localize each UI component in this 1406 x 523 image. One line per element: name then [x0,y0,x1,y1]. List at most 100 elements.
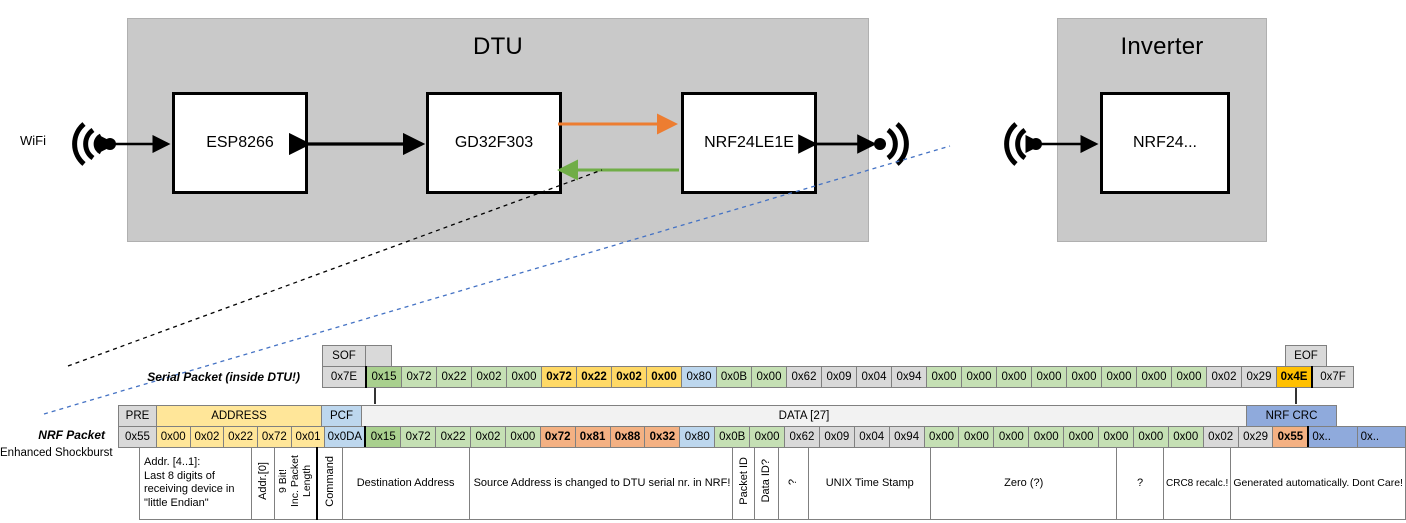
nrf-pre-value: 0x55 [118,426,157,448]
nrf-address-value-1: 0x02 [189,426,225,448]
desc-pcf: 9 Bit! Inc. Packet Length [273,447,318,520]
serial-packet-label: Serial Packet (inside DTU!) [147,370,300,384]
serial-cell-23: 0x00 [1171,366,1207,388]
serial-cell-7: 0x02 [611,366,647,388]
nrf-cell-25: 0x29 [1237,426,1274,448]
serial-cell-8: 0x00 [646,366,682,388]
desc-command-text: Command [324,455,337,507]
nrf-address-value-0: 0x00 [155,426,191,448]
nrf-cell-22: 0x00 [1132,426,1169,448]
desc-destination: Destination Address [341,447,470,520]
nrf-cell-19: 0x00 [1028,426,1065,448]
serial-cell-5: 0x72 [541,366,577,388]
desc-data-id-text: Data ID? [760,459,773,503]
nrf-address-value-3: 0x72 [256,426,292,448]
serial-cell-17: 0x00 [961,366,997,388]
nrf-cell-23: 0x00 [1167,426,1204,448]
serial-cell-2: 0x22 [436,366,472,388]
desc-addr0-text: Addr.[0] [256,462,269,500]
nrf-address-header: ADDRESS [156,405,322,427]
nrf-cell-24: 0x02 [1202,426,1239,448]
serial-cell-20: 0x00 [1066,366,1102,388]
nrf-cell-26: 0x55 [1272,426,1309,448]
nrf-cell-18: 0x00 [993,426,1030,448]
desc-unknown-2: ? [1115,447,1165,520]
nrf-cell-9: 0x80 [679,426,716,448]
nrf-crc-value-1: 0x.. [1356,426,1406,448]
desc-unknown-1: ? [777,447,810,520]
serial-cell-11: 0x00 [751,366,787,388]
serial-cell-18: 0x00 [996,366,1032,388]
serial-header-spacer [365,345,392,367]
serial-cell-24: 0x02 [1206,366,1242,388]
nrf-cell-3: 0x02 [469,426,506,448]
serial-header-row: SOF EOF [322,345,1327,367]
desc-source-text: Source Address is changed to DTU serial … [473,476,731,489]
nrf-cell-21: 0x00 [1098,426,1134,448]
desc-packet-id-text: Packet ID [737,457,750,505]
desc-packet-id: Packet ID [732,447,756,520]
desc-destination-text: Destination Address [356,476,455,489]
nrf-cell-8: 0x32 [644,426,681,448]
desc-crc-auto: Generated automatically. Dont Care! [1230,447,1406,520]
desc-crc8-text: CRC8 recalc.! [1166,477,1229,489]
nrf-cell-11: 0x00 [749,426,786,448]
nrf-pcf-header: PCF [321,405,362,427]
desc-data-id: Data ID? [754,447,779,520]
nrf-cell-4: 0x00 [504,426,541,448]
serial-cell-25: 0x29 [1241,366,1277,388]
desc-unknown-1-text: ? [787,479,800,486]
serial-cell-16: 0x00 [926,366,962,388]
nrf-pcf-value: 0x0DA [324,426,366,448]
nrf-address-value-2: 0x22 [223,426,258,448]
nrf-cell-14: 0x04 [853,426,890,448]
nrf-cell-0: 0x15 [364,426,402,448]
nrf-cell-10: 0x0B [714,426,751,448]
serial-eof-value: 0x7F [1311,366,1354,388]
desc-command: Command [316,447,343,520]
desc-crc8: CRC8 recalc.! [1163,447,1232,520]
nrf-cell-16: 0x00 [923,426,960,448]
nrf-cell-12: 0x62 [784,426,820,448]
desc-unix-text: UNIX Time Stamp [825,476,914,489]
nrf-pre-header: PRE [118,405,157,427]
nrf-cell-1: 0x72 [400,426,437,448]
serial-sof-value: 0x7E [322,366,367,388]
desc-unix-timestamp: UNIX Time Stamp [808,447,932,520]
desc-crc-auto-text: Generated automatically. Dont Care! [1233,476,1403,489]
serial-cell-1: 0x72 [401,366,437,388]
serial-cell-10: 0x0B [716,366,752,388]
desc-zero-text: Zero (?) [1004,476,1044,489]
serial-cell-22: 0x00 [1136,366,1172,388]
serial-cell-4: 0x00 [506,366,542,388]
serial-packet-table: SOF EOF [322,345,1327,367]
desc-unknown-2-text: ? [1136,476,1144,489]
nrf-address-value-4: 0x01 [290,426,326,448]
nrf-cell-2: 0x22 [435,426,471,448]
serial-cell-15: 0x94 [891,366,927,388]
nrf-packet-header-row: PRE ADDRESS PCF DATA [27] NRF CRC [118,405,1337,427]
nrf-cell-7: 0x88 [609,426,646,448]
desc-source: Source Address is changed to DTU serial … [468,447,734,520]
desc-zero: Zero (?) [930,447,1117,520]
nrf-cell-6: 0x81 [574,426,611,448]
nrf-packet-sublabel: Enhanced Shockburst [0,447,113,459]
serial-cell-14: 0x04 [856,366,892,388]
desc-addr0: Addr.[0] [250,447,275,520]
serial-cell-21: 0x00 [1101,366,1137,388]
serial-header-fill [392,346,1286,367]
nrf-data-header: DATA [27] [361,405,1247,427]
serial-cell-9: 0x80 [681,366,717,388]
serial-sof-header: SOF [322,345,366,367]
nrf-cell-15: 0x94 [888,426,925,448]
serial-cell-3: 0x02 [471,366,507,388]
packet-description-row: Addr. [4..1]: Last 8 digits of receiving… [139,447,1406,520]
nrf-cell-5: 0x72 [539,426,576,448]
chip-nrf24[interactable]: NRF24... [1100,92,1230,194]
serial-cell-19: 0x00 [1031,366,1067,388]
